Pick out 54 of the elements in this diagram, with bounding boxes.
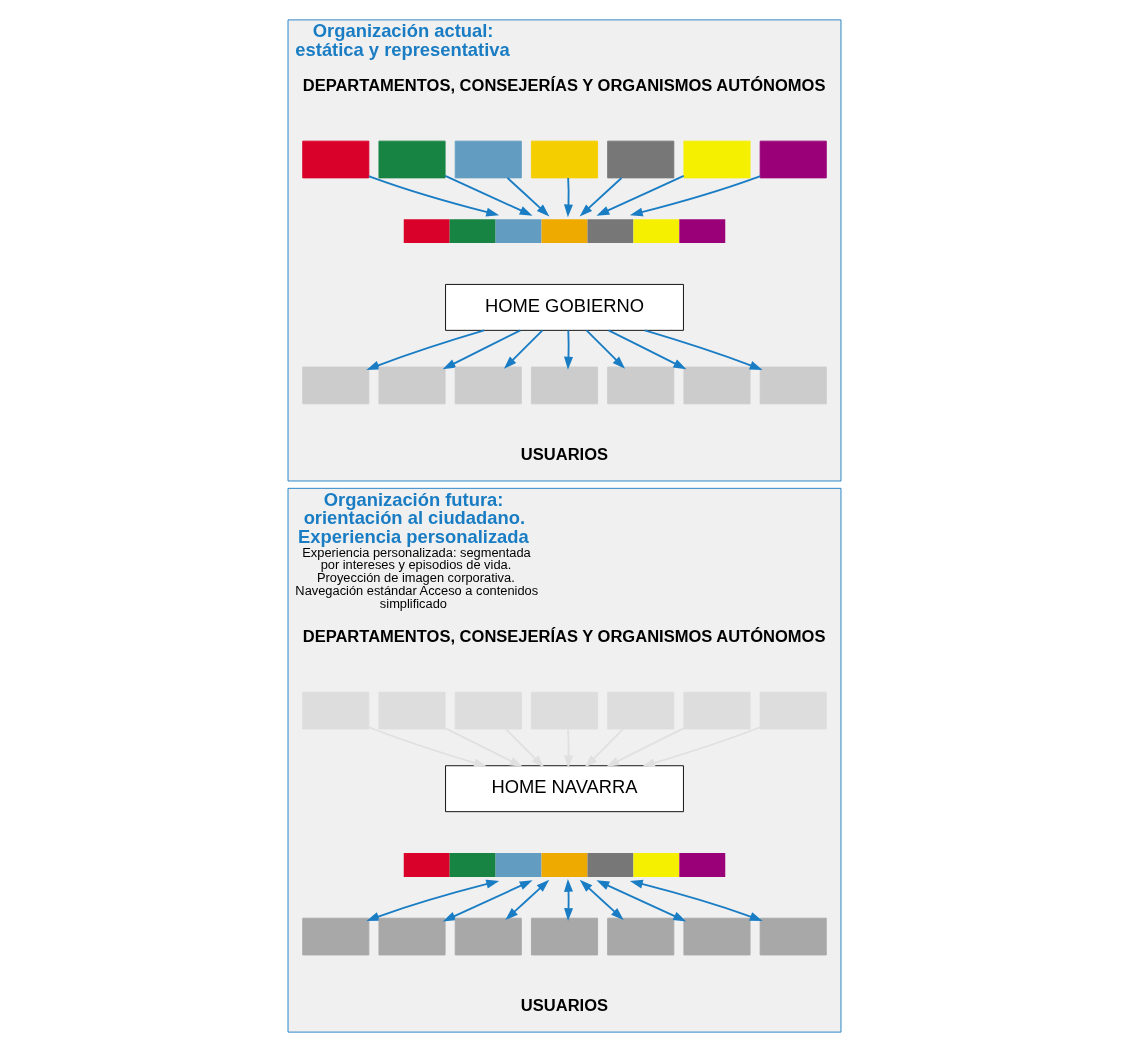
label: DEPARTAMENTOS, CONSEJERÍAS Y ORGANISMOS AUTÓNOMOS <box>302 627 825 647</box>
node-box <box>606 140 674 179</box>
node-box <box>759 366 827 405</box>
arrow <box>443 174 533 216</box>
node-box <box>530 917 598 956</box>
node-box <box>682 917 750 956</box>
label: USUARIOS <box>520 445 608 465</box>
node-box <box>301 917 369 956</box>
arrow <box>584 728 624 768</box>
node-box <box>454 140 522 179</box>
arrow <box>595 880 686 922</box>
node-box <box>378 917 446 956</box>
node-box <box>606 917 674 956</box>
arrow <box>605 727 685 767</box>
arrow <box>367 726 487 768</box>
node-box <box>530 140 598 179</box>
node-box <box>682 140 750 179</box>
node-box <box>378 366 446 405</box>
arrow <box>365 329 485 370</box>
arrow <box>579 879 624 921</box>
arrow <box>641 726 761 768</box>
node-box <box>759 140 827 179</box>
label: DEPARTAMENTOS, CONSEJERÍAS Y ORGANISMOS AUTÓNOMOS <box>302 75 825 95</box>
arrow <box>579 177 622 217</box>
node-box: HOME NAVARRA <box>444 765 684 813</box>
node-box <box>454 366 522 405</box>
node-box <box>606 366 674 405</box>
arrow <box>629 879 763 921</box>
arrow <box>443 727 523 767</box>
arrow <box>563 728 573 769</box>
node-box <box>301 366 369 405</box>
node-box <box>378 140 446 179</box>
arrow <box>503 329 543 369</box>
arrow <box>367 175 499 217</box>
arrow <box>607 329 686 370</box>
arrow <box>595 174 685 216</box>
arrow <box>442 880 533 922</box>
arrow <box>442 329 521 370</box>
arrow <box>563 329 573 370</box>
node-box <box>759 917 827 956</box>
node-box <box>682 366 750 405</box>
node-box: HOME GOBIERNO <box>444 283 684 331</box>
arrow <box>563 177 573 218</box>
node-box <box>530 366 598 405</box>
arrow <box>504 879 549 921</box>
arrow <box>585 329 625 369</box>
arrow <box>365 879 499 921</box>
arrow <box>629 175 761 217</box>
arrow <box>504 728 544 768</box>
arrow <box>643 329 763 370</box>
node-box <box>454 917 522 956</box>
node-box <box>301 140 369 179</box>
label: USUARIOS <box>520 996 608 1016</box>
arrow <box>506 177 549 217</box>
